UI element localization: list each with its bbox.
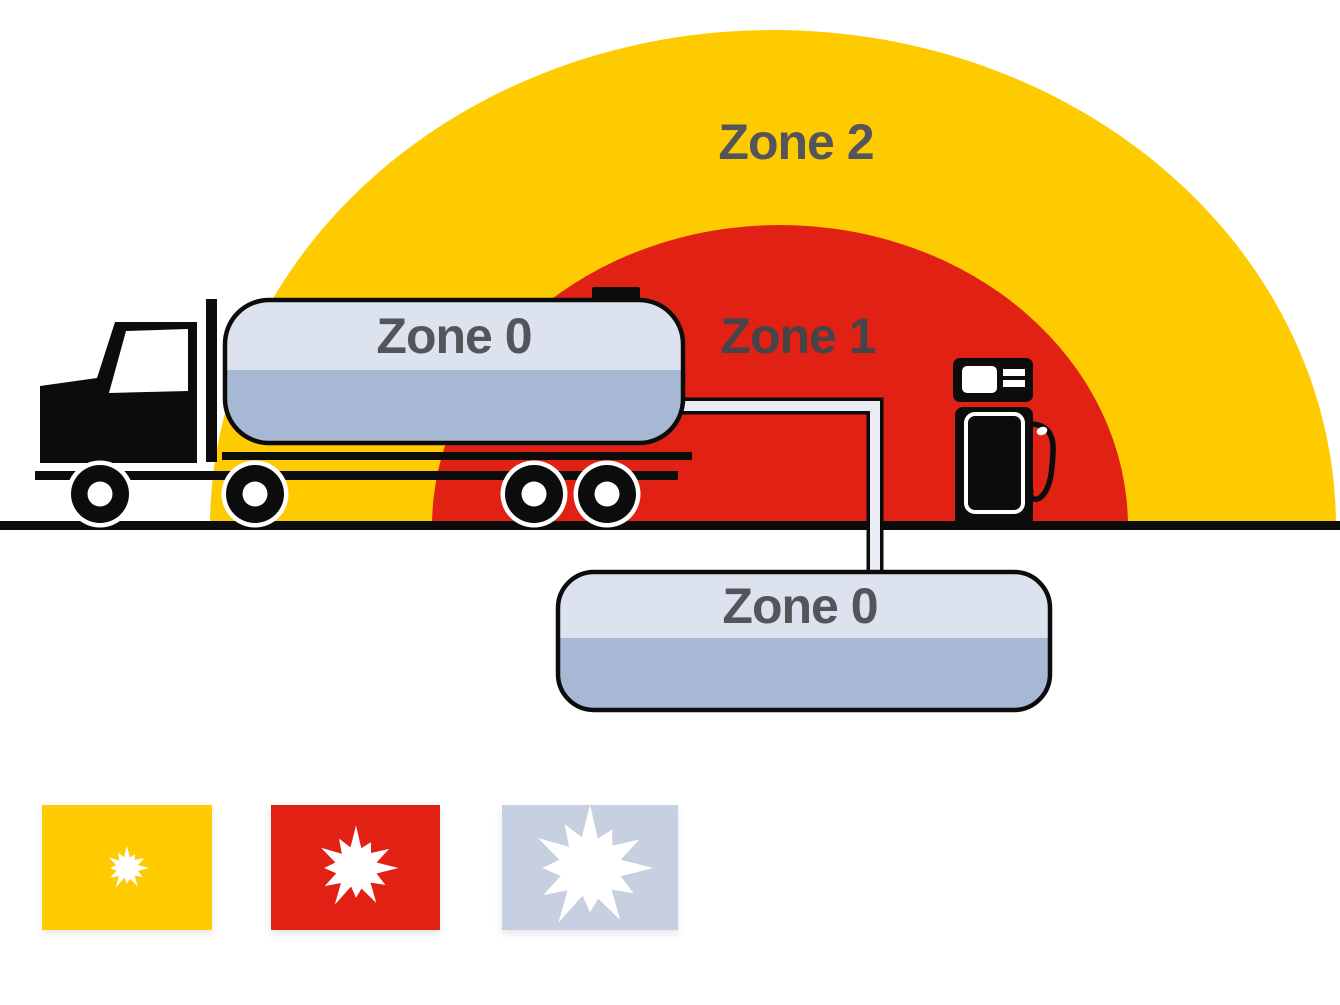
- legend-swatch-zone-2: [42, 805, 212, 930]
- zone-0-underground-label: Zone 0: [722, 578, 878, 634]
- fuel-pump-icon: [953, 358, 1056, 527]
- wheel-icon: [500, 460, 568, 528]
- legend-swatch-zone-1: [271, 805, 440, 930]
- pump-hose-icon: [1027, 421, 1056, 502]
- cab-window: [109, 329, 188, 393]
- zone-1-label: Zone 1: [720, 308, 876, 364]
- wheel-icon: [66, 460, 134, 528]
- zone-0-tanker-label: Zone 0: [376, 308, 532, 364]
- pump-nozzle-highlight: [1036, 426, 1048, 436]
- tanker-truck-icon: [35, 287, 692, 528]
- tanker-tank: [222, 297, 686, 446]
- wheel-icon: [573, 460, 641, 528]
- legend: [42, 804, 678, 930]
- pump-display: [962, 366, 997, 393]
- ground-line: [0, 521, 1340, 530]
- transfer-pipe: [683, 397, 884, 578]
- truck-cab-icon: [40, 322, 197, 463]
- zone-2-label: Zone 2: [718, 114, 874, 170]
- wheel-icon: [221, 460, 289, 528]
- medium-starburst-icon: [320, 825, 398, 905]
- legend-swatch-zone-0: [502, 804, 678, 930]
- small-starburst-icon: [108, 845, 150, 887]
- exhaust-stack: [206, 299, 217, 462]
- axle-rail: [35, 471, 678, 480]
- large-starburst-icon: [537, 804, 654, 923]
- pump-panel: [964, 412, 1025, 514]
- underground-tank: [555, 569, 1053, 713]
- trailer-chassis-rail: [222, 452, 692, 460]
